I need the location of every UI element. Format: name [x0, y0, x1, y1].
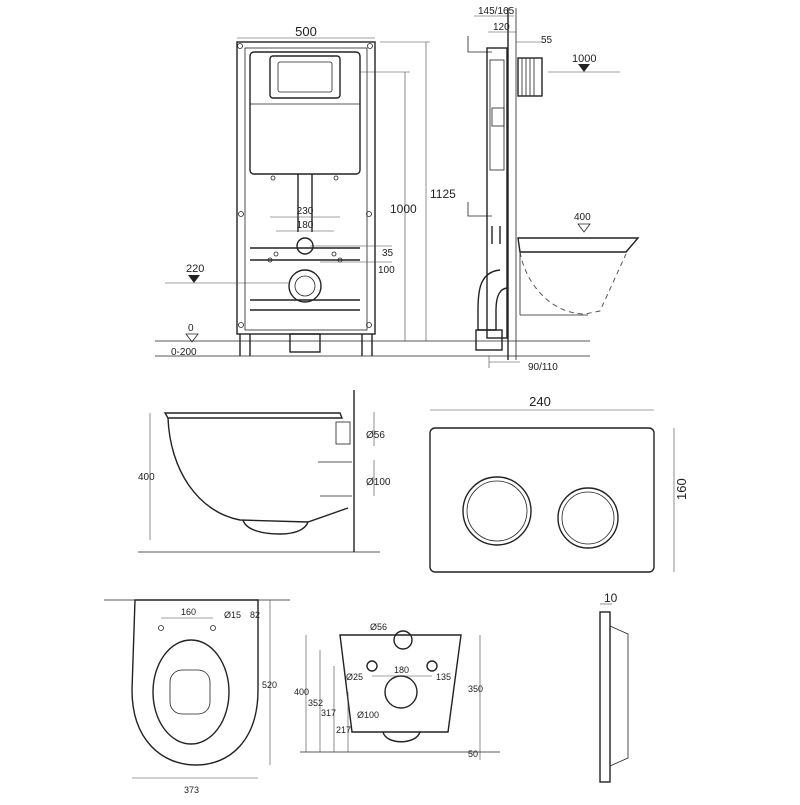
plate-thickness-label: 10 [604, 591, 618, 605]
back-bolt-spacing-label: 180 [394, 665, 409, 675]
back-inlet-label: Ø56 [370, 622, 387, 632]
toilet-top-view: 160 Ø15 82 520 373 [104, 599, 290, 795]
back-height-50-label: 50 [468, 749, 478, 759]
level-floor-label: 0 [188, 323, 194, 334]
bowl-hidden-profile [519, 251, 627, 315]
depth-small-label: 55 [541, 35, 553, 46]
toilet-length-label: 520 [262, 680, 277, 690]
back-bolt-offset-label: 135 [436, 672, 451, 682]
toilet-back-view: 400 352 317 217 Ø56 180 Ø25 135 Ø100 350… [294, 622, 500, 760]
back-outlet-label: Ø100 [357, 710, 379, 720]
back-height-352-label: 352 [308, 698, 323, 708]
plate-width-label: 240 [529, 394, 551, 409]
flush-plate-outline [429, 427, 655, 573]
cistern [249, 51, 361, 175]
upper-hole-label: Ø56 [366, 430, 385, 441]
frame-profile [486, 47, 508, 339]
back-height-317-label: 317 [321, 708, 336, 718]
pipe-range-label: 90/110 [528, 362, 558, 373]
level-top-label: 1000 [572, 53, 596, 65]
toilet-rim [163, 412, 344, 419]
back-height-350-label: 350 [468, 684, 483, 694]
toilet-outline-top [131, 599, 259, 766]
level-bowl-label: 400 [574, 212, 591, 223]
frame-height-total-label: 1125 [430, 187, 456, 201]
service-opening [269, 55, 341, 99]
back-bolt-hole-label: Ø25 [346, 672, 363, 682]
offset-top-label: 35 [382, 248, 394, 259]
back-height-400-label: 400 [294, 687, 309, 697]
lower-hole-label: Ø100 [366, 477, 391, 488]
frame-side-view: 145/165 120 55 1000 400 90/110 [467, 6, 640, 373]
bolt-hole-left [366, 660, 378, 672]
plate-height-label: 160 [674, 478, 689, 500]
top-bolt-hole-label: Ø15 [224, 610, 241, 620]
floor-range-label: 0-200 [171, 347, 197, 358]
top-bolt-offset-label: 82 [250, 610, 260, 620]
flush-button-small[interactable] [557, 487, 619, 549]
flush-button-large[interactable] [462, 476, 532, 546]
bowl-top-profile [517, 237, 640, 253]
drain-pipe [289, 333, 321, 353]
top-bolt-spacing-label: 160 [181, 607, 196, 617]
toilet-bowl-outline [167, 417, 349, 523]
toilet-height-label: 400 [138, 472, 155, 483]
frame-outline [236, 41, 376, 335]
frame-inner-outline [244, 47, 368, 331]
level-pipe-label: 220 [186, 263, 204, 275]
plate-side-profile [599, 611, 611, 783]
toilet-side-view: 400 Ø56 Ø100 [138, 390, 391, 553]
inlet-hole [393, 630, 413, 650]
flush-plate-view: 240 160 10 [429, 394, 689, 783]
frame-front-view: 500 1125 1000 230 180 35 100 220 0 0-200 [155, 24, 590, 358]
depth-mid-label: 120 [493, 22, 510, 33]
frame-width-label: 500 [295, 24, 317, 39]
outlet-hole [384, 675, 418, 709]
seat-outline [152, 639, 230, 745]
back-height-217-label: 217 [336, 725, 351, 735]
bolt-hole-right [426, 660, 438, 672]
depth-range-label: 145/165 [478, 6, 515, 17]
offset-pipe-label: 100 [378, 265, 395, 276]
bolt-outer-label: 230 [297, 206, 314, 217]
drain-connection [288, 269, 322, 303]
bolt-inner-label: 180 [297, 220, 314, 231]
frame-height-inner-label: 1000 [390, 202, 417, 216]
toilet-width-label: 373 [184, 785, 199, 795]
